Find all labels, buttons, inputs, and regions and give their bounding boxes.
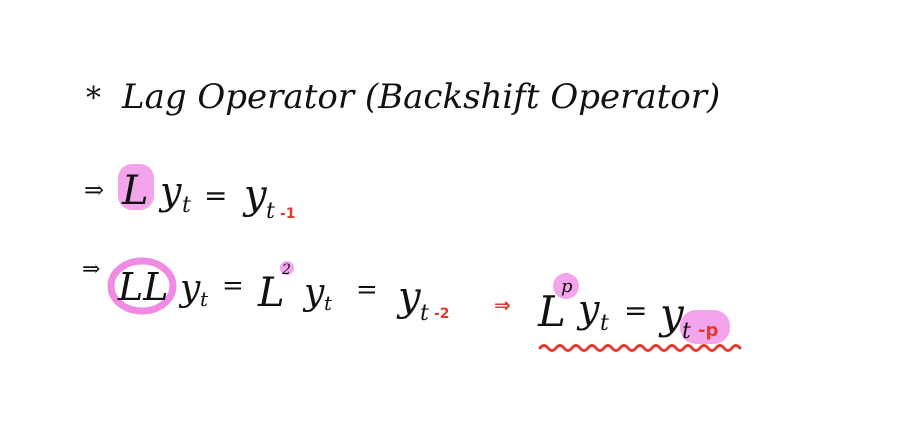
general-base-L: L (537, 287, 566, 336)
sub-t-3: t (324, 291, 333, 315)
implies-arrow-2: ⇒ (82, 257, 100, 282)
var-y-2: y (178, 268, 201, 309)
equation-line-1: ⇒ L y t = y t -1 (84, 164, 296, 224)
equals-2b: = (356, 275, 378, 305)
general-equals: = (624, 294, 647, 327)
sub-t-2: t (200, 287, 209, 311)
heading-title: Lag Operator (Backshift Operator) (121, 77, 720, 117)
pow-base-L: L (257, 270, 285, 316)
implies-arrow-1: ⇒ (84, 176, 104, 204)
general-rhs-y: y (658, 289, 685, 338)
rhs-sub-shift-1: -1 (280, 206, 296, 222)
general-var-y: y (576, 287, 600, 331)
rhs-sub-t-2: t (420, 301, 429, 326)
general-rhs-sub-shift: -p (698, 320, 718, 341)
general-form: ⇒ L p y t = y t -p (494, 273, 742, 352)
general-exp-p: p (561, 276, 573, 297)
general-rhs-sub-t: t (682, 319, 691, 344)
var-y-3: y (302, 272, 325, 313)
implies-arrow-red: ⇒ (494, 293, 511, 317)
sub-t: t (182, 193, 191, 218)
lag-operator-LL: LL (117, 265, 168, 309)
equals-1: = (204, 179, 227, 212)
equals-2a: = (222, 271, 244, 301)
pow-exp-2: 2 (281, 262, 291, 278)
highlight-L (118, 164, 154, 210)
rhs-sub-shift-2: -2 (434, 306, 450, 322)
lag-operator-L: L (121, 168, 149, 214)
var-y: y (158, 169, 182, 213)
highlight-exp-p (553, 273, 579, 299)
general-sub-t: t (600, 311, 609, 336)
highlight-exp-2 (280, 261, 294, 275)
rhs-sub-t: t (266, 199, 275, 224)
red-wavy-underline (538, 344, 742, 352)
heading: * Lag Operator (Backshift Operator) (86, 77, 720, 117)
rhs-y-2: y (396, 274, 422, 320)
highlight-sub-t-p (680, 310, 730, 344)
equation-line-2: ⇒ LL y t = L 2 y t = y t -2 (82, 257, 450, 326)
rhs-y: y (242, 172, 268, 218)
highlight-LL-ring (107, 257, 177, 315)
bullet-star: * (86, 81, 101, 116)
